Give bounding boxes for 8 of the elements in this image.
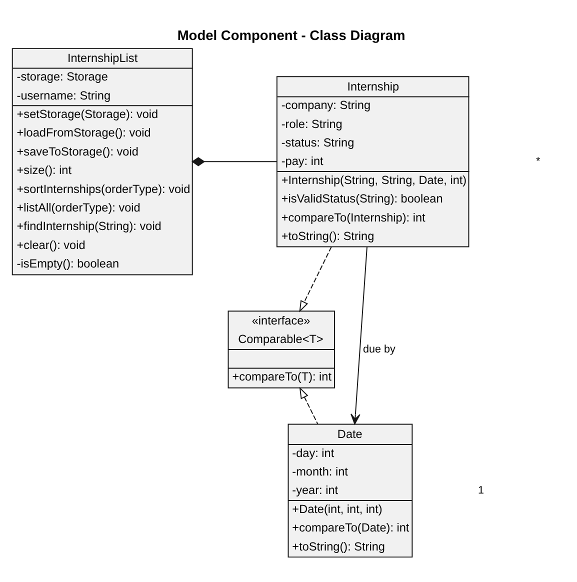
arrow [299,386,318,424]
label: 1 [478,484,484,496]
arrow [299,246,332,312]
diagram-title: Model Component - Class Diagram [177,27,406,42]
edge-label: due by [363,342,396,355]
connector [192,156,278,166]
arrow [350,246,368,424]
label: * [536,154,540,167]
